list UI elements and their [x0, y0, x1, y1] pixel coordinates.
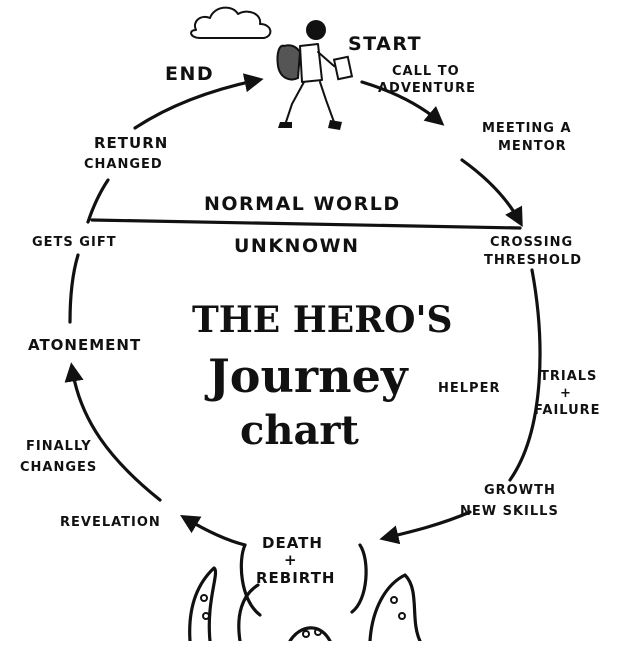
- arrow-return-to-end: [133, 73, 264, 130]
- start-label: START: [348, 33, 422, 55]
- growth-label-1: GROWTH: [484, 483, 556, 498]
- arrow-mentor-to-crossing: [460, 158, 523, 228]
- title-line-3: chart: [240, 407, 359, 454]
- mentor-label-1: MEETING A: [482, 121, 572, 136]
- arrow-start-to-mentor: [360, 80, 445, 126]
- title-line-1: THE HERO'S: [192, 299, 453, 341]
- death-label-3: REBIRTH: [256, 569, 335, 587]
- trials-label-2: +: [560, 386, 572, 401]
- death-label-2: +: [284, 551, 298, 569]
- growth-label-2: NEW SKILLS: [460, 504, 559, 519]
- hiker-icon: [276, 20, 354, 130]
- helper-label: HELPER: [438, 381, 500, 396]
- death-label-1: DEATH: [262, 534, 323, 552]
- arrow-atonement-to-gift: [68, 253, 80, 324]
- cloud-icon: [190, 6, 272, 39]
- changes-label-1: FINALLY: [26, 439, 92, 454]
- title-line-2: Journey: [204, 349, 409, 403]
- arrow-growth-to-death: [379, 510, 472, 545]
- trials-label-1: TRIALS: [540, 369, 597, 384]
- end-label: END: [165, 63, 214, 85]
- atonement-label: ATONEMENT: [28, 336, 141, 354]
- call-label-2: ADVENTURE: [378, 81, 476, 96]
- world-divider-line: [90, 218, 522, 230]
- changes-label-2: CHANGES: [20, 460, 97, 475]
- arrow-gift-to-return: [86, 178, 110, 224]
- arrow-death-to-revelation: [180, 515, 247, 547]
- crossing-label-2: THRESHOLD: [484, 253, 582, 268]
- call-label-1: CALL TO: [392, 64, 460, 79]
- arrow-revelation-to-atonement: [64, 362, 162, 502]
- unknown-label: UNKNOWN: [234, 235, 359, 257]
- trials-label-3: FAILURE: [534, 403, 601, 418]
- tentacles-icon: [188, 543, 422, 643]
- crossing-label-1: CROSSING: [490, 235, 573, 250]
- normal-world-label: NORMAL WORLD: [204, 193, 401, 215]
- revelation-label: REVELATION: [60, 515, 161, 530]
- gift-label: GETS GIFT: [32, 235, 117, 250]
- return-label-1: RETURN: [94, 134, 168, 152]
- return-label-2: CHANGED: [84, 157, 163, 172]
- mentor-label-2: MENTOR: [498, 139, 567, 154]
- arrow-crossing-to-growth: [508, 268, 542, 482]
